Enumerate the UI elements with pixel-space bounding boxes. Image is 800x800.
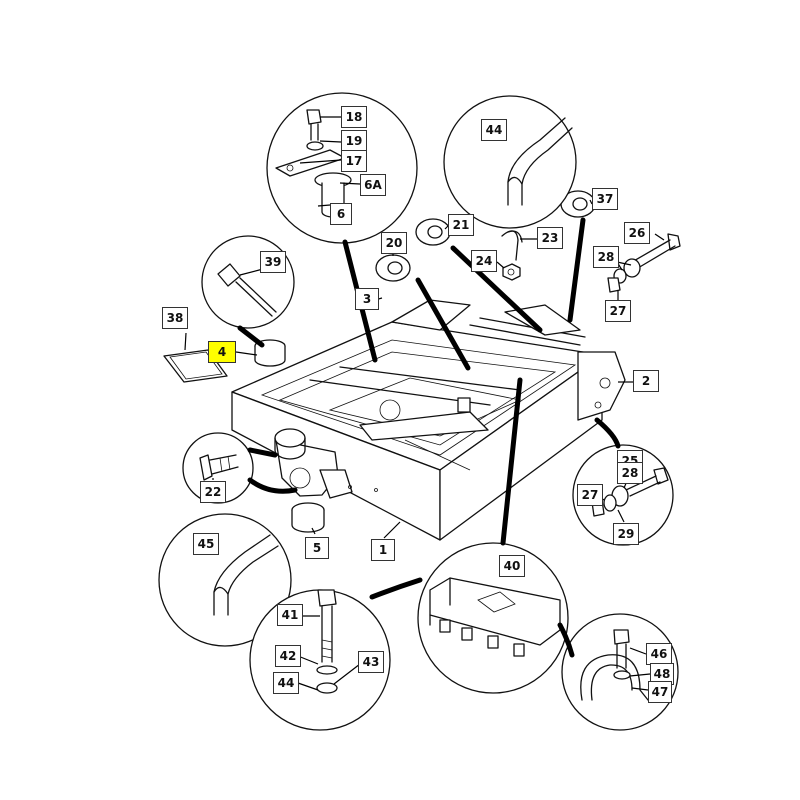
callout-23: 23 (537, 227, 563, 249)
elbow-23 (501, 230, 523, 261)
main-frame (231, 299, 626, 541)
callout-44-top: 44 (481, 119, 507, 141)
callout-41: 41 (277, 604, 303, 626)
detail-circle-bottom-left (249, 589, 391, 731)
callout-46: 46 (646, 643, 672, 665)
callout-45: 45 (193, 533, 219, 555)
washer-20 (375, 254, 411, 282)
callout-43: 43 (358, 651, 384, 673)
callout-5: 5 (305, 537, 329, 559)
callout-18: 18 (341, 106, 367, 128)
callout-38: 38 (162, 307, 188, 329)
bush-5 (291, 502, 325, 533)
callout-21: 21 (448, 214, 474, 236)
nut-24 (502, 263, 521, 281)
detail-circle-44 (443, 95, 577, 229)
callout-2: 2 (633, 370, 659, 392)
bolt-26-assembly (607, 233, 681, 293)
callout-19: 19 (341, 130, 367, 152)
callout-24: 24 (471, 250, 497, 272)
callout-28-right: 28 (617, 462, 643, 484)
callout-42: 42 (275, 645, 301, 667)
callout-6a: 6A (360, 174, 386, 196)
callout-6: 6 (330, 203, 352, 225)
callout-48: 48 (650, 663, 674, 685)
callout-40: 40 (499, 555, 525, 577)
callout-1: 1 (371, 539, 395, 561)
callout-29: 29 (613, 523, 639, 545)
callout-27-right: 27 (577, 484, 603, 506)
callout-22: 22 (200, 481, 226, 503)
callout-3: 3 (355, 288, 379, 310)
callout-39: 39 (260, 251, 286, 273)
callout-37: 37 (592, 188, 618, 210)
callout-20: 20 (381, 232, 407, 254)
callout-44-bottom: 44 (273, 672, 299, 694)
washer-21 (415, 218, 451, 246)
callout-26: 26 (624, 222, 650, 244)
callout-17: 17 (341, 150, 367, 172)
detail-circle-45 (158, 513, 292, 647)
callout-4: 4 (208, 341, 236, 363)
detail-circle-40 (417, 542, 569, 694)
callout-27-top: 27 (605, 300, 631, 322)
detail-circle-39 (201, 235, 295, 329)
callout-28-top: 28 (593, 246, 619, 268)
callout-47: 47 (648, 681, 672, 703)
